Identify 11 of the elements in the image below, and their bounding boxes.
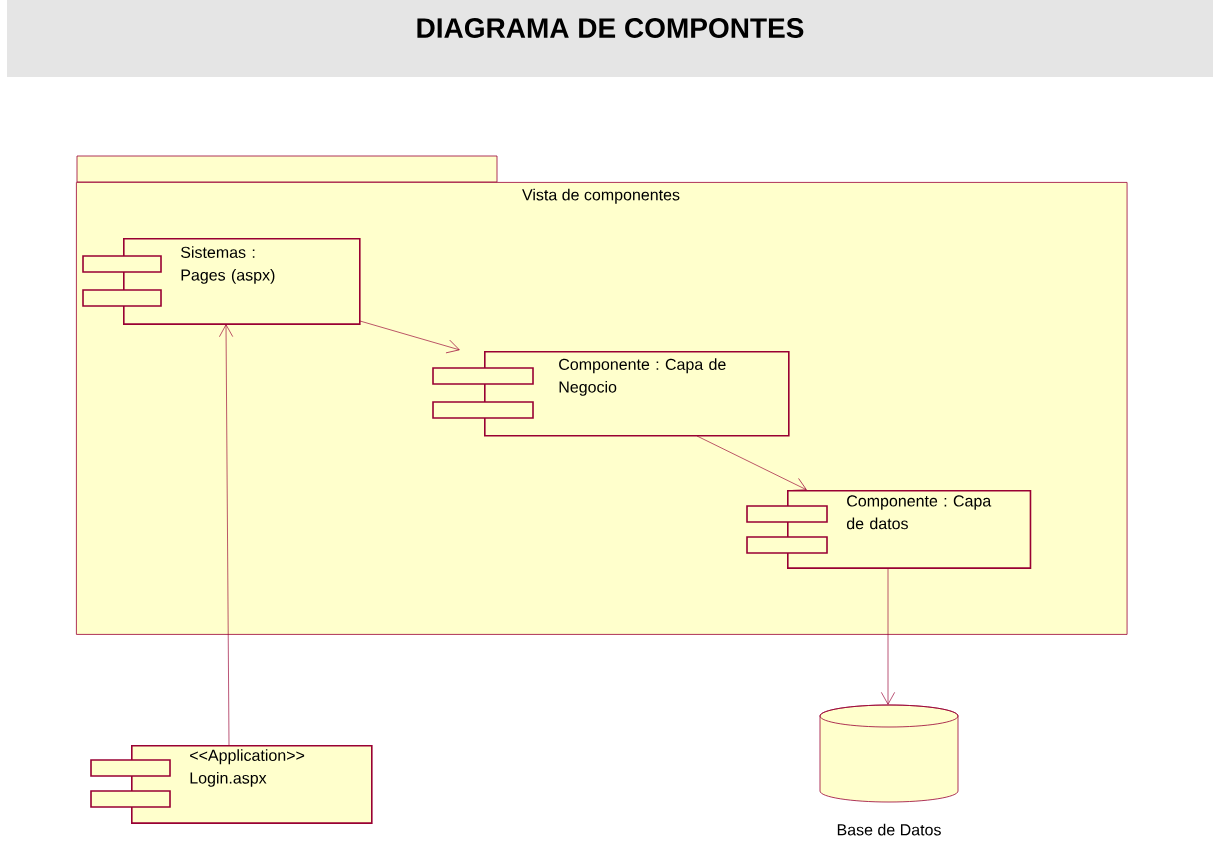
- arrow: [881, 567, 895, 705]
- arrow: [696, 435, 807, 491]
- component-box: <<Application>> Login.aspx: [90, 745, 373, 824]
- component-box: Sistemas : Pages (aspx): [82, 238, 361, 325]
- arrow: [219, 324, 234, 746]
- database-cylinder: Base de Datos: [819, 704, 959, 836]
- component-box: Componente : Capa de Negocio: [432, 351, 790, 437]
- component-box: Componente : Capa de datos: [746, 490, 1032, 569]
- title-band: DIAGRAMA DE COMPONTES: [7, 0, 1213, 77]
- node-label: Base de Datos: [837, 823, 941, 836]
- arrow: [359, 320, 460, 354]
